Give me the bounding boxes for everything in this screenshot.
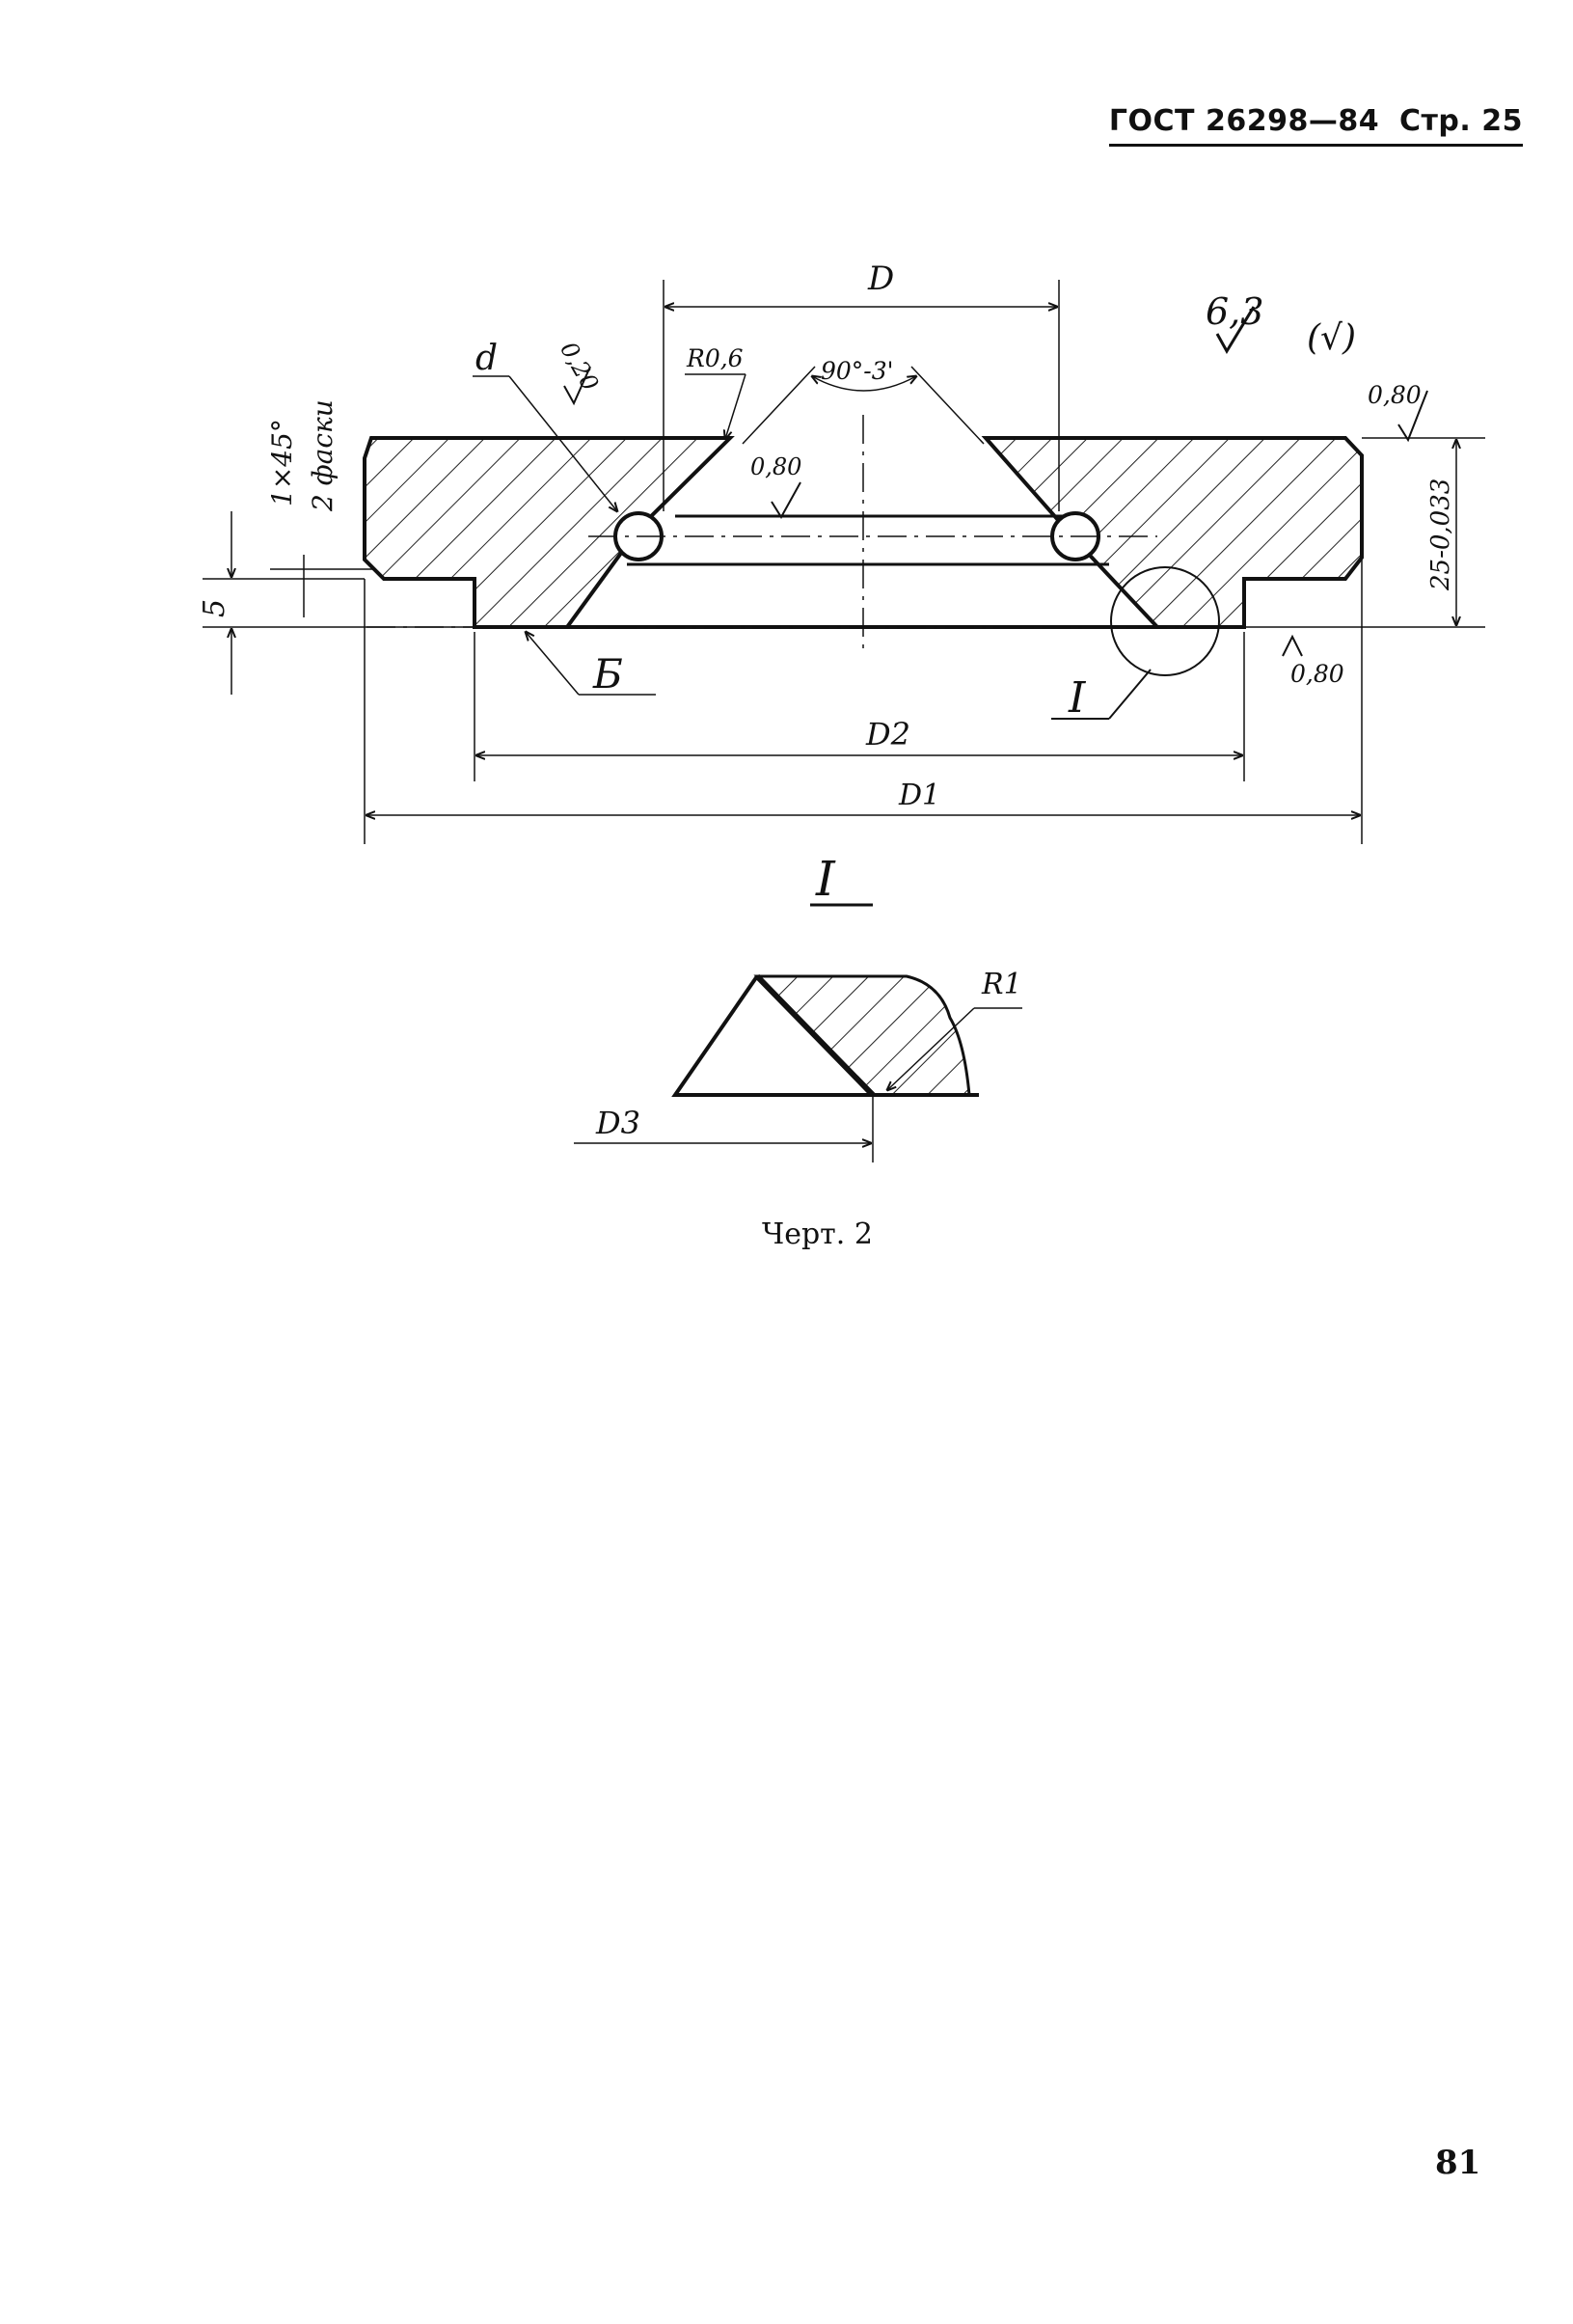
radius-label: R0,6 [686,344,744,372]
detail-ref-label: I [1068,673,1087,723]
surface-label: Б [592,650,623,697]
roughness-080-top-label: 0,80 [1368,381,1422,409]
detail-title: I [815,851,836,907]
left-section-body [363,436,735,629]
roughness-general-label: 6,3 [1206,290,1263,333]
height-label: 25-0,033 [1426,478,1455,591]
detail-hatched-region [753,974,971,1097]
roughness-020-label: 0,20 [555,338,604,396]
right-section-body [981,436,1364,629]
roughness-080-bottom-label: 0,80 [1290,660,1344,688]
label-d: d [475,339,498,378]
detail-callout-circle [1110,566,1220,676]
standard-number: ГОСТ 26298—84 [1108,104,1380,138]
step-label: 5 [198,599,231,617]
roughness-080-inner-label: 0,80 [750,453,801,480]
chamfer-label: 1×45° [266,419,298,506]
dim-D-label: D [867,260,894,298]
detail-radius-label: R1 [981,968,1022,1001]
dim-D1-label: D1 [898,779,940,812]
detail-view [574,903,1022,1162]
page-header: ГОСТ 26298—84 Стр. 25 [1108,104,1523,147]
main-section-view [203,280,1485,844]
figure-caption: Черт. 2 [762,1217,873,1251]
chamfer-note-label: 2 фаски [307,399,339,512]
page-number: 81 [1435,2144,1481,2182]
angle-label: 90°-3' [821,357,894,385]
roughness-general-suffix: (√) [1307,318,1356,358]
dim-D2-label: D2 [865,716,910,752]
dim-D3-label: D3 [595,1105,640,1141]
page-label: Стр. 25 [1399,104,1523,138]
